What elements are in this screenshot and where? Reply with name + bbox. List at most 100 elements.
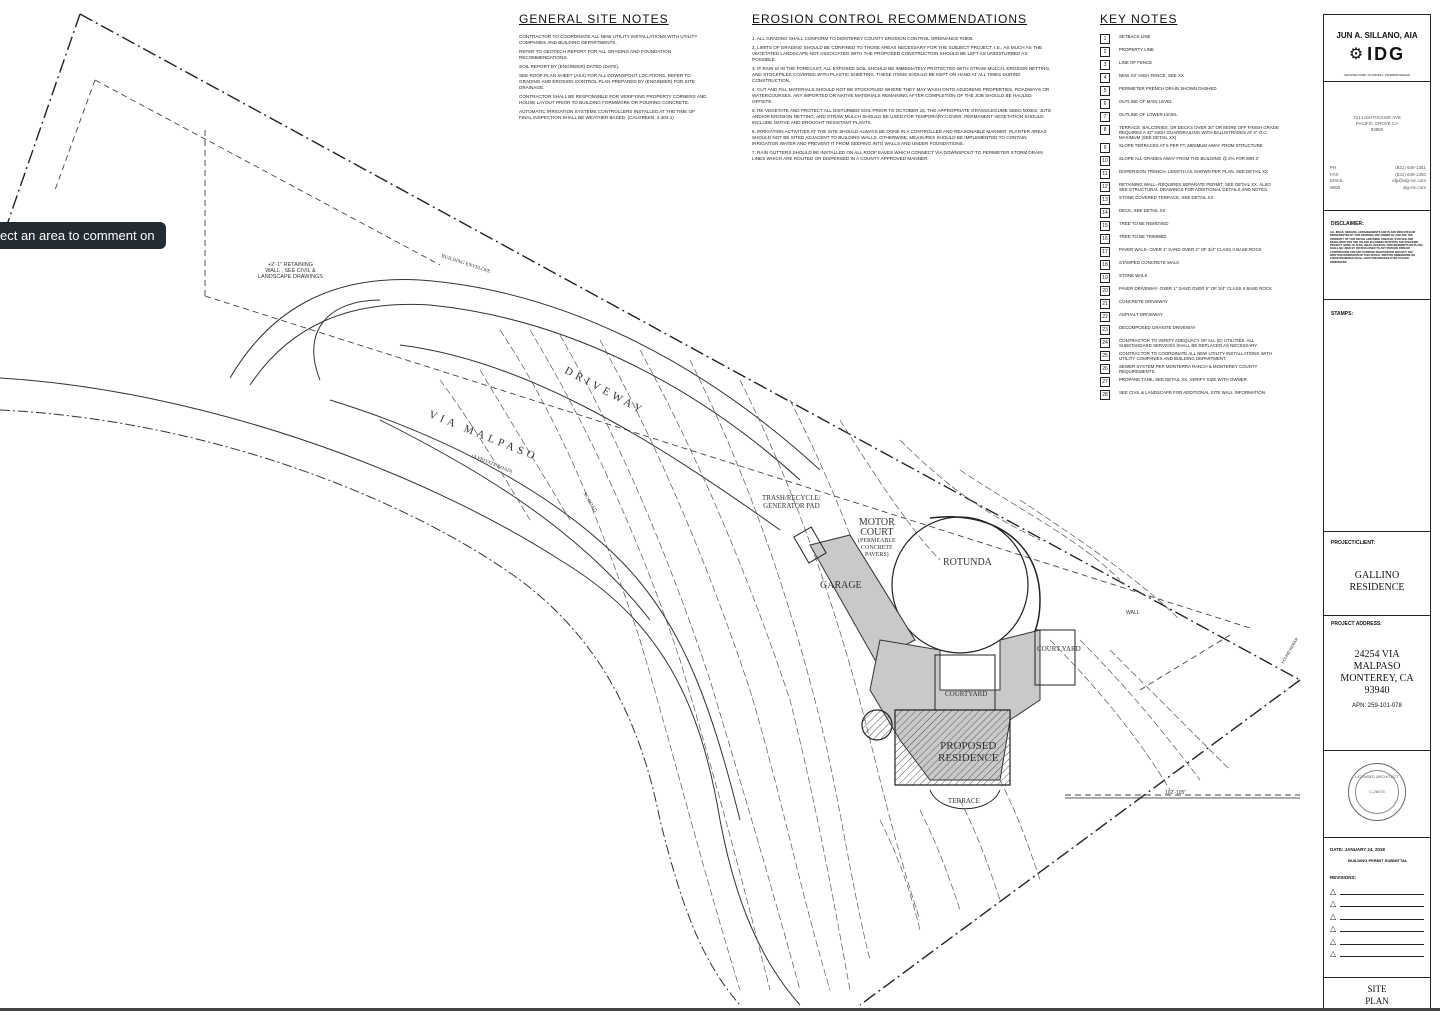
key-note-number: 1: [1100, 34, 1110, 44]
contact-value: (831) 649-1351: [1395, 165, 1426, 170]
key-note-row: 21 CONCRETE DRIVEWAY: [1100, 299, 1280, 309]
divider: [1324, 750, 1430, 751]
terrace-label: TERRACE: [948, 797, 980, 805]
contact-value: idg-inc.com: [1402, 184, 1426, 190]
key-note-row: 8 TERRACE, BALCONIES, OR DECKS OVER 30" O…: [1100, 125, 1280, 140]
key-note-text: SEE CIVIL & LANDSCAPE FOR ADDITIONAL SIT…: [1119, 390, 1267, 395]
contact-value: idg@idg-inc.com: [1392, 178, 1426, 183]
key-note-text: RETAINING WALL- REQUIRES SEPARATE PERMIT…: [1119, 182, 1271, 192]
erosion-item: 7. RAIN GUTTERS SHOULD BE INSTALLED ON A…: [752, 150, 1043, 161]
key-note-text: TERRACE, BALCONIES, OR DECKS OVER 30" OR…: [1119, 125, 1279, 140]
key-note-number: 3: [1100, 60, 1110, 70]
key-note-text: CONTRACTOR TO COORDINATE ALL NEW UTILITY…: [1119, 351, 1272, 361]
erosion-list: 1. ALL GRADING SHALL CONFORM TO MONTEREY…: [752, 36, 1052, 165]
bottom-edge-bar: [0, 1008, 1440, 1011]
revision-line: [1340, 925, 1424, 933]
key-note-number: 7: [1100, 112, 1110, 122]
key-note-text: PROPERTY LINE: [1119, 47, 1154, 52]
apn: APN: 259-101-078: [1352, 703, 1402, 709]
key-notes-title: KEY NOTES: [1100, 12, 1178, 26]
key-note-number: 12: [1100, 182, 1110, 192]
key-note-text: TREE TO BE TRIMMED: [1119, 234, 1167, 239]
project-address-label: PROJECT ADDRESS:: [1331, 621, 1382, 627]
trash-line-2: GENERATOR PAD: [763, 502, 820, 510]
erosion-item: 4. CUT AND FILL MATERIALS SHOULD NOT BE …: [752, 87, 1050, 104]
revision-row: △: [1330, 910, 1424, 923]
key-note-row: 5 PERIMETER FRENCH DRAIN SHOWN DASHED: [1100, 86, 1280, 96]
general-note: CONTRACTOR SHALL BE RESPONSIBLE FOR VERI…: [519, 94, 707, 105]
proposed-line-1: PROPOSED: [940, 740, 997, 752]
site-plan-drawing[interactable]: [0, 0, 1320, 1011]
project-address-line-4: 93940: [1364, 685, 1390, 696]
divider: [1324, 81, 1430, 82]
key-note-number: 11: [1100, 169, 1110, 179]
proposed-residence-label: PROPOSED RESIDENCE: [938, 740, 999, 764]
sheet-date: DATE: JANUARY 24, 2018: [1330, 847, 1385, 852]
garage-label: GARAGE: [820, 580, 862, 591]
revisions-list: △ △ △ △ △ △: [1330, 885, 1424, 960]
contact-key: FAX: [1330, 171, 1339, 177]
garage-paving: [809, 534, 916, 661]
gear-icon: ⚙: [1348, 46, 1364, 63]
sheet-title-line-1: SITE: [1367, 984, 1387, 994]
seal-inner-ring: [1355, 770, 1399, 814]
key-note-number: 6: [1100, 99, 1110, 109]
revision-line: [1340, 938, 1424, 945]
key-note-text: PAVER DRIVEWAY- OVER 1" SAND OVER 6" OF …: [1119, 286, 1272, 291]
key-note-text: PAVER WALK- OVER 1" SAND OVER 2" OF 3/4"…: [1119, 247, 1262, 252]
key-note-row: 12 RETAINING WALL- REQUIRES SEPARATE PERM…: [1100, 182, 1280, 192]
key-note-row: 28 SEE CIVIL & LANDSCAPE FOR ADDITIONAL S…: [1100, 390, 1280, 400]
dimension-label: 102'-105": [1165, 790, 1187, 796]
key-note-text: OUTLINE OF MAIN LEVEL: [1119, 99, 1173, 104]
key-note-number: 21: [1100, 299, 1110, 309]
key-note-number: 22: [1100, 312, 1110, 322]
court-yard-label: COURT YARD: [1037, 645, 1081, 653]
revision-row: △: [1330, 885, 1424, 898]
disclaimer-label: DISCLAIMER:: [1331, 221, 1364, 227]
key-note-number: 5: [1100, 86, 1110, 96]
key-note-number: 8: [1100, 125, 1110, 135]
rotunda-label: ROTUNDA: [943, 557, 992, 568]
general-note: CONTRACTOR TO COORDINATE ALL NEW UTILITY…: [519, 34, 698, 45]
key-note-text: SETBACK LINE: [1119, 34, 1151, 39]
key-note-number: 4: [1100, 73, 1110, 83]
general-notes-title: GENERAL SITE NOTES: [519, 12, 669, 26]
erosion-item: 1. ALL GRADING SHALL CONFORM TO MONTEREY…: [752, 36, 974, 41]
key-note-text: DECK, SEE DETAIL XX: [1119, 208, 1166, 213]
revision-line: [1340, 888, 1424, 895]
turret: [861, 709, 893, 741]
warning-triangle-icon: △: [1330, 899, 1337, 909]
key-note-text: PERIMETER FRENCH DRAIN SHOWN DASHED: [1119, 86, 1217, 91]
seal-text: LICENSED ARCHITECT: [1355, 774, 1399, 779]
comment-tooltip[interactable]: ect an area to comment on: [0, 222, 166, 249]
sheet-title-line-2: PLAN: [1365, 996, 1389, 1006]
key-note-text: SEWER SYSTEM PER MONTERRA RANCH & MONTER…: [1119, 364, 1258, 374]
retaining-line-3: LANDSCAPE DRAWINGS: [258, 274, 323, 280]
key-note-text: SLOPE TERRACES AT 5 PER FT. MINIMUM AWAY…: [1119, 143, 1263, 148]
divider: [1324, 977, 1430, 978]
key-note-number: 24: [1100, 338, 1110, 348]
revision-line: [1340, 900, 1424, 908]
architect-seal: LICENSED ARCHITECT C-26075: [1348, 763, 1406, 821]
motor-court-line-2: COURT: [860, 527, 894, 538]
address-line-1: 721 LIGHTHOUSE AVE: [1353, 115, 1401, 120]
key-note-text: STAMPED CONCRETE WALK: [1119, 260, 1180, 265]
key-note-number: 28: [1100, 390, 1110, 400]
key-note-number: 9: [1100, 143, 1110, 153]
key-note-text: NEW XX' HIGH FENCE, SEE XX: [1119, 73, 1184, 78]
sheet-title: SITE PLAN: [1324, 983, 1430, 1007]
proposed-line-2: RESIDENCE: [938, 752, 999, 764]
contact-row: FAX(831) 649-1350: [1330, 172, 1426, 179]
key-note-text: CONCRETE DRIVEWAY: [1119, 299, 1168, 304]
erosion-item: 5. RE-VEGETATE AND PROTECT ALL DISTURBED…: [752, 108, 1052, 125]
setback-line: [54, 79, 1300, 796]
divider: [1324, 837, 1430, 838]
